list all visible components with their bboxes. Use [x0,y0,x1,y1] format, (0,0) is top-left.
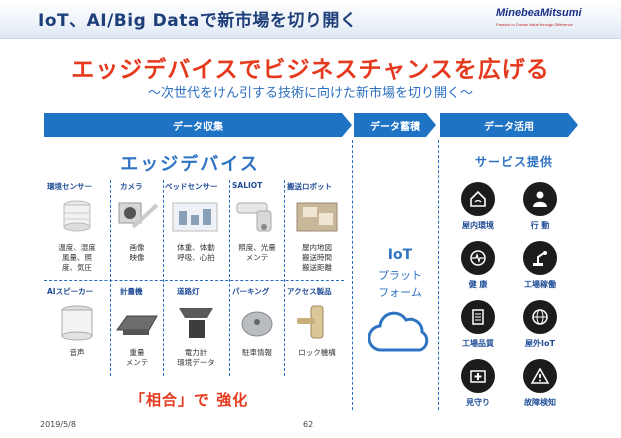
service-label: 健 康 [468,280,488,289]
service-failure-detection: 故障検知 [508,359,572,411]
device-desc: 電力計 環境データ [177,348,215,367]
platform-subtitle-line2: フォーム [378,286,422,299]
service-indoor-env: 屋内環境 [446,182,510,234]
device-name: 環境センサー [47,182,92,191]
company-logo: MinebeaMitsumi [496,7,582,19]
band-data-store: データ蓄積 [354,113,436,137]
device-camera: カメラ 画像 映像 [112,181,162,287]
grid-divider [229,180,230,376]
clipboard-icon [461,300,495,334]
device-bed-sensor: ベッドセンサー 体重、体動 呼吸、心拍 [165,181,227,287]
service-label: 工場品質 [462,339,494,348]
lock-image-icon [297,305,324,339]
grid-divider [110,180,111,376]
device-name: アクセス製品 [287,287,332,296]
device-name: ベッドセンサー [165,182,218,191]
device-desc: ロック機構 [298,348,336,357]
device-name: 搬送ロボット [287,182,332,191]
service-behavior: 行 動 [508,182,572,234]
camera-image-icon [118,202,159,229]
device-name: パーキング [232,287,270,296]
street-light-image-icon [179,308,213,338]
band-data-use: データ活用 [440,113,578,137]
subheadline: ～次世代をけん引する技術に向けた新市場を切り開く～ [147,86,473,101]
device-name: 計量機 [120,287,143,296]
device-desc: 体重、体動 呼吸、心拍 [177,243,215,262]
scale-image-icon [116,315,158,335]
house-wifi-icon [461,182,495,216]
device-env-sensor: 環境センサー 温度、湿度 風量、照 度、気圧 [47,181,107,287]
device-desc: 温度、湿度 風量、照 度、気圧 [58,243,96,272]
slide-title: IoT、AI/Big Dataで新市場を切り開く [38,11,358,31]
device-desc: 画像 映像 [129,243,145,262]
platform-title: IoT [387,247,413,263]
device-desc: 重量 メンテ [125,348,149,367]
device-desc: 屋内地図 搬送時間 搬送距離 [302,243,332,272]
band-data-collect: データ収集 [44,113,352,137]
device-name: カメラ [120,182,143,191]
device-desc: 音声 [69,348,85,357]
device-ai-speaker: AIスピーカー 音声 [47,286,107,392]
headline: エッジデバイスでビジネスチャンスを広げる [71,57,550,83]
service-label: 行 動 [530,221,550,230]
robot-image-icon [296,202,338,232]
device-scale: 計量機 重量 メンテ [112,286,162,392]
device-desc: 照度、光量 メンテ [238,243,276,262]
section-divider [438,140,439,410]
band-label-store: データ蓄積 [370,121,420,133]
env-sensor-image-icon [63,200,91,232]
synergy-note: 「相合」で 強化 [130,391,249,409]
first-aid-icon [461,359,495,393]
device-transport-robot: 搬送ロボット 屋内地図 搬送時間 搬送距離 [287,181,347,287]
services-title: サービス提供 [474,155,553,169]
edge-devices-title: エッジデバイス [120,154,260,175]
grid-divider [284,180,285,376]
logo-tagline: Passion to Create Value through Differen… [496,22,573,27]
device-street-light: 道路灯 電力計 環境データ [165,286,227,392]
platform-subtitle-line1: プラット [378,269,422,282]
service-outdoor-iot: 屋外IoT [508,300,572,352]
device-access: アクセス製品 ロック機構 [287,286,347,392]
service-label: 工場稼働 [524,280,556,289]
parking-sensor-image-icon [241,311,273,337]
bed-sensor-image-icon [172,202,218,232]
grid-divider [44,280,344,281]
service-watch: 見守り [446,359,510,411]
device-name: 道路灯 [177,287,200,296]
saliot-image-icon [236,202,272,232]
device-name: AIスピーカー [47,287,94,296]
band-label-collect: データ収集 [173,121,223,133]
alert-icon [523,359,557,393]
speaker-image-icon [61,305,93,341]
service-factory-quality: 工場品質 [446,300,510,352]
health-monitor-icon [461,241,495,275]
grid-divider [163,180,164,376]
band-label-use: データ活用 [484,121,534,133]
arrow-shape-icon [354,113,436,137]
person-icon [523,182,557,216]
service-health: 健 康 [446,241,510,293]
device-parking: パーキング 駐車情報 [232,286,282,392]
service-label: 屋内環境 [462,221,494,230]
cloud-icon [368,311,429,352]
service-label: 見守り [466,398,490,407]
device-desc: 駐車情報 [242,348,272,357]
device-name: SALIOT [232,181,263,190]
service-factory-operation: 工場稼働 [508,241,572,293]
robot-arm-icon [523,241,557,275]
service-label: 故障検知 [524,398,556,407]
device-saliot: SALIOT 照度、光量 メンテ [232,181,282,287]
service-label: 屋外IoT [525,339,555,348]
arrow-shape-icon [44,113,352,137]
page-number: 62 [303,420,314,429]
footer-date: 2019/5/8 [40,420,76,429]
section-divider [352,140,353,410]
arrow-shape-icon [440,113,578,137]
slide-header [0,0,621,39]
globe-icon [523,300,557,334]
